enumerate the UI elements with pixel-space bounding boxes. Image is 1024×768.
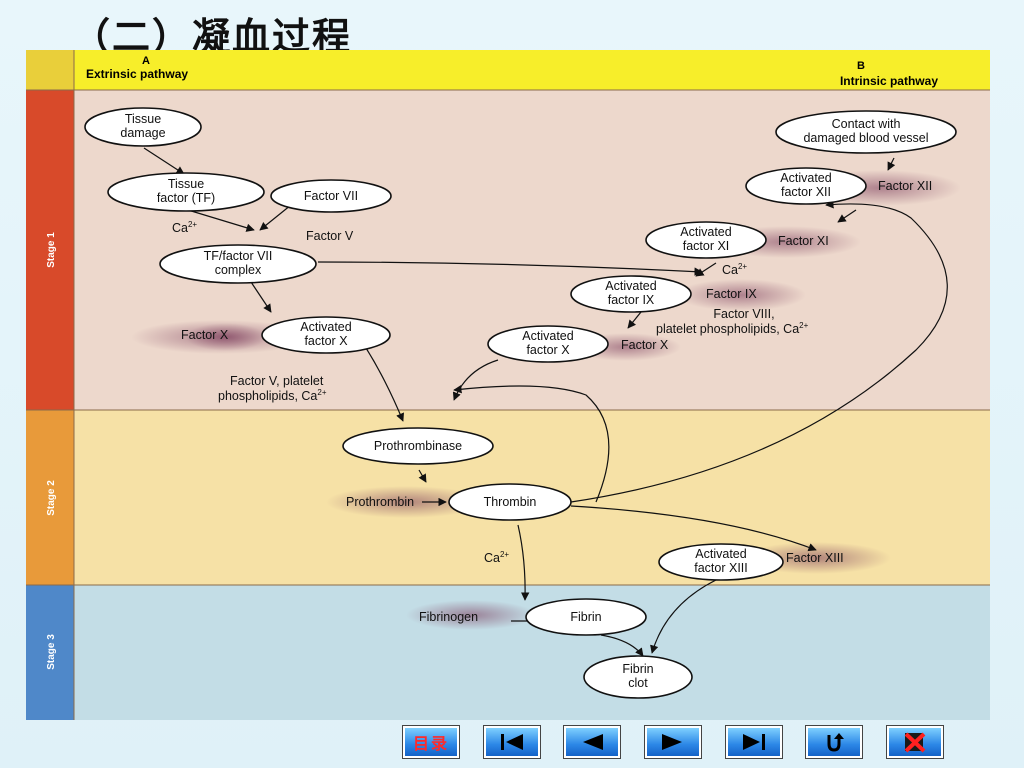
return-icon [827,733,844,752]
prev-icon [583,734,603,750]
factor-vii-node [270,179,392,213]
ca-label-3: Ca2+ [484,550,509,565]
activated-factor-xii-node [745,167,867,205]
prothrombinase-text: Prothrombinase [374,439,462,453]
exit-icon [904,732,926,753]
activated-xi-text-1: Activated [680,225,731,239]
contact-damaged-vessel-node [775,110,957,154]
last-icon [743,734,765,750]
activated-ix-text-1: Activated [605,279,656,293]
prothrombin-label: Prothrombin [346,495,414,509]
activated-factor-xiii-node [658,543,784,581]
fibrinogen-label: Fibrinogen [419,610,478,624]
activated-xiii-text-1: Activated [695,547,746,561]
contact-text-2: damaged blood vessel [803,131,928,145]
factor-viii-label-2: platelet phospholipids, Ca2+ [656,321,809,336]
next-icon [662,734,682,750]
activated-factor-x-left-node [261,316,391,354]
tissue-factor-text-1: Tissue [168,177,204,191]
activated-ix-text-2: factor IX [608,293,655,307]
pathway-b-letter: B [857,60,865,72]
activated-xii-text-1: Activated [780,171,831,185]
fibrin-text: Fibrin [570,610,601,624]
activated-factor-ix-node [570,275,692,313]
activated-x-right-text-2: factor X [526,343,570,357]
stage1-label: Stage 1 [46,232,57,268]
pathway-a-letter: A [142,55,150,67]
coagulation-diagram: Stage 1 Stage 2 Stage 3 A Extrinsic path… [26,50,990,720]
activated-xii-text-2: factor XII [781,185,831,199]
factor-v-platelet-label-1: Factor V, platelet [230,374,324,388]
thrombin-node [448,483,572,521]
coagulation-figure: Stage 1 Stage 2 Stage 3 A Extrinsic path… [26,50,990,720]
pathway-a-label: Extrinsic pathway [86,67,188,81]
activated-factor-xi-node [645,221,767,259]
previous-slide-button[interactable] [563,725,621,759]
prothrombinase-node [342,427,494,465]
activated-x-right-text-1: Activated [522,329,573,343]
first-slide-button[interactable] [483,725,541,759]
slide-navigation: 目录 [0,725,1024,759]
ca-label-2: Ca2+ [722,262,747,277]
factor-v-platelet-label-2: phospholipids, Ca2+ [218,388,327,403]
menu-button-label: 目录 [412,734,449,753]
menu-button[interactable]: 目录 [402,725,460,759]
activated-xiii-text-2: factor XIII [694,561,748,575]
stage3-label: Stage 3 [46,634,57,670]
activated-x-left-text-2: factor X [304,334,348,348]
tf-factor-vii-complex-node [159,244,317,284]
tissue-factor-node [107,172,265,212]
factor-xii-label: Factor XII [878,179,932,193]
fibrin-clot-node [583,655,693,699]
tf-complex-text-1: TF/factor VII [204,249,273,263]
factor-x-left-label: Factor X [181,328,229,342]
tissue-factor-text-2: factor (TF) [157,191,215,205]
stage2-side [26,410,74,585]
thrombin-text: Thrombin [484,495,537,509]
last-slide-button[interactable] [725,725,783,759]
factor-ix-label: Factor IX [706,287,757,301]
tissue-damage-text-1: Tissue [125,112,161,126]
next-slide-button[interactable] [644,725,702,759]
ca-label-1: Ca2+ [172,220,197,235]
tissue-damage-text-2: damage [120,126,165,140]
first-icon [501,734,523,750]
contact-text-1: Contact with [832,117,901,131]
exit-button[interactable] [886,725,944,759]
fibrin-node [525,598,647,636]
stage3-side [26,585,74,720]
activated-xi-text-2: factor XI [683,239,730,253]
activated-x-left-text-1: Activated [300,320,351,334]
return-button[interactable] [805,725,863,759]
tf-complex-text-2: complex [215,263,262,277]
factor-v-label: Factor V [306,229,354,243]
factor-xi-label: Factor XI [778,234,829,248]
factor-vii-text: Factor VII [304,189,358,203]
factor-x-right-label: Factor X [621,338,669,352]
fibrin-clot-text-2: clot [628,676,648,690]
factor-viii-label-1: Factor VIII, [713,307,774,321]
pathway-b-label: Intrinsic pathway [840,74,938,88]
fibrin-clot-text-1: Fibrin [622,662,653,676]
stage1-side [26,90,74,410]
tissue-damage-node [84,107,202,147]
factor-xiii-label: Factor XIII [786,551,844,565]
header-band [26,50,990,90]
stage2-label: Stage 2 [46,480,57,516]
activated-factor-x-right-node [487,325,609,363]
